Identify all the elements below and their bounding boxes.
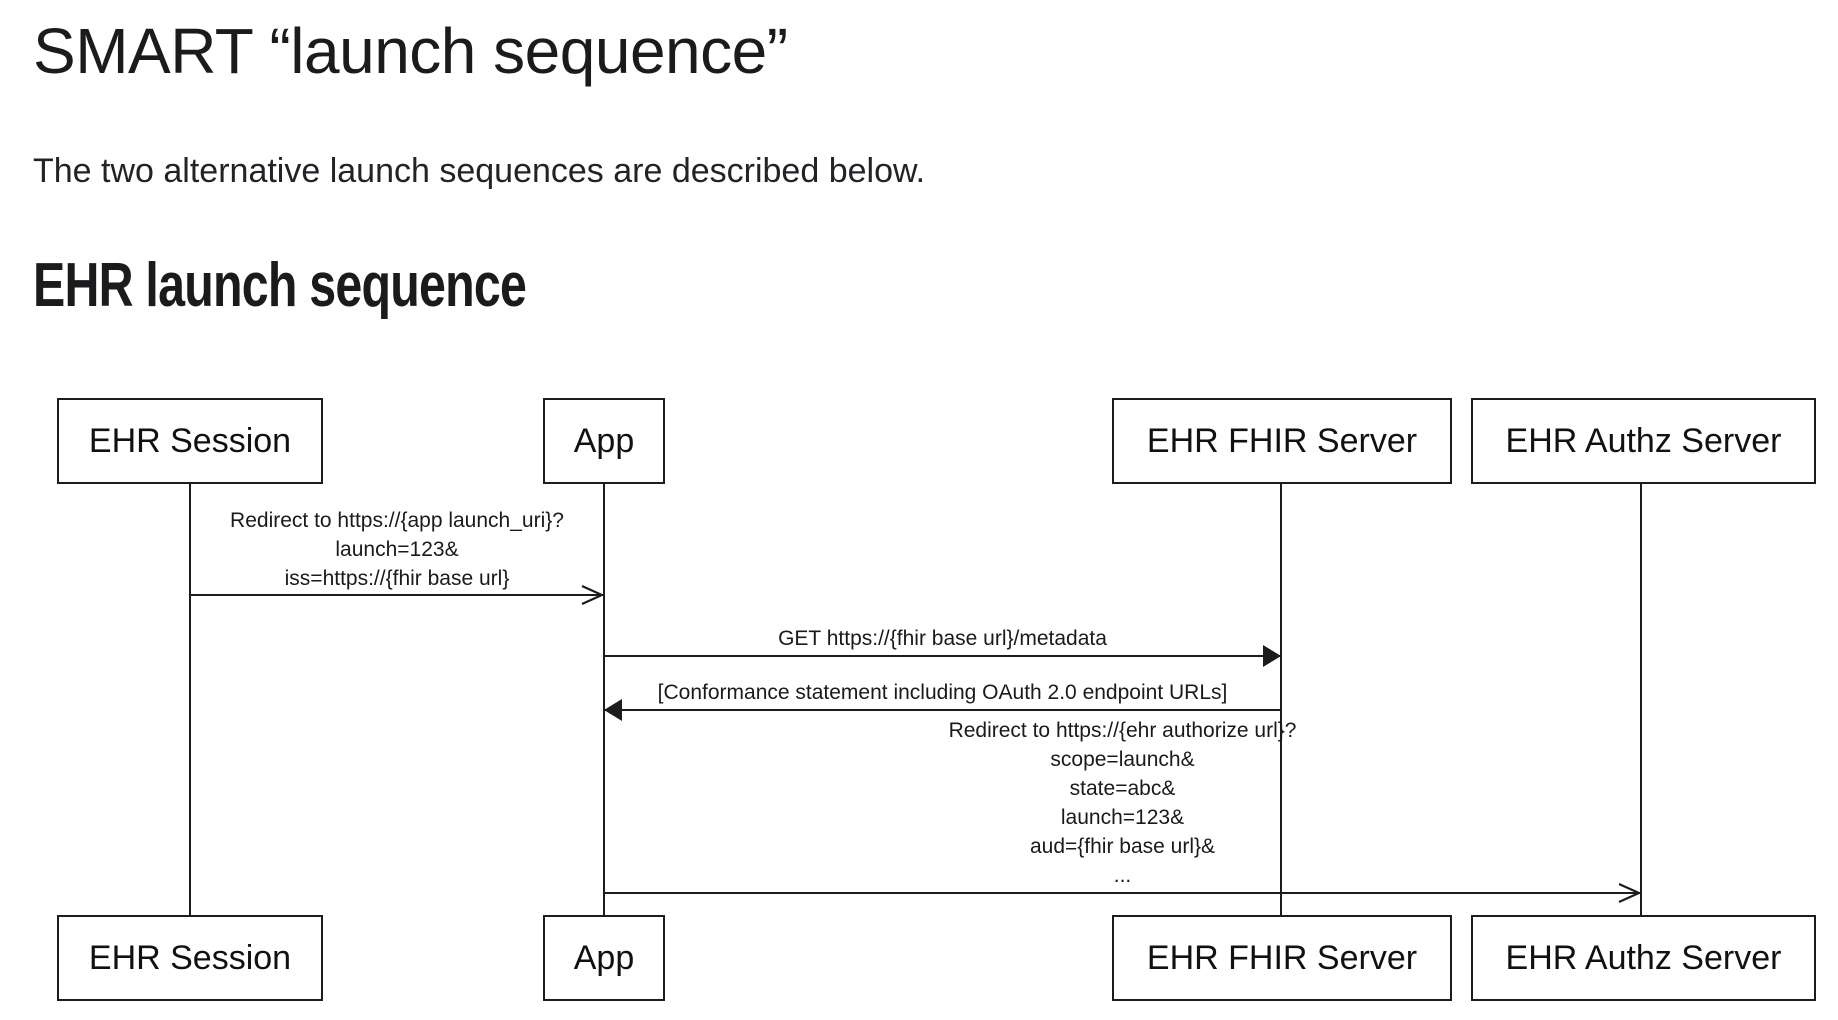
- open-arrowhead-icon: [1618, 882, 1641, 904]
- filled-arrowhead-icon: [1263, 645, 1281, 667]
- lifeline-ehr-authz-server: [1640, 484, 1642, 917]
- actor-box-ehr-fhir-server-bottom: EHR FHIR Server: [1112, 915, 1452, 1001]
- actor-label: EHR Authz Server: [1505, 421, 1782, 460]
- actor-label: EHR Session: [88, 938, 292, 977]
- intro-text: The two alternative launch sequences are…: [33, 152, 926, 190]
- filled-arrowhead-icon: [604, 699, 622, 721]
- actor-box-ehr-authz-server-top: EHR Authz Server: [1471, 398, 1816, 484]
- open-arrowhead-icon: [581, 584, 604, 606]
- actor-box-ehr-session-top: EHR Session: [57, 398, 323, 484]
- actor-box-app-top: App: [543, 398, 665, 484]
- message-4-arrow-line: [604, 892, 1641, 894]
- lifeline-ehr-session: [189, 484, 191, 917]
- actor-label: EHR FHIR Server: [1146, 421, 1418, 460]
- actor-box-ehr-fhir-server-top: EHR FHIR Server: [1112, 398, 1452, 484]
- actor-label: EHR Authz Server: [1505, 938, 1782, 977]
- message-1-arrow-line: [190, 594, 604, 596]
- actor-box-ehr-session-bottom: EHR Session: [57, 915, 323, 1001]
- message-2-label: GET https://{fhir base url}/metadata: [778, 627, 1107, 650]
- message-4-label: Redirect to https://{ehr authorize url}?…: [948, 719, 1297, 887]
- lifeline-ehr-fhir-server: [1280, 484, 1282, 917]
- message-3-arrow-line: [604, 709, 1281, 711]
- page-title: SMART “launch sequence”: [33, 15, 788, 87]
- actor-box-app-bottom: App: [543, 915, 665, 1001]
- actor-box-ehr-authz-server-bottom: EHR Authz Server: [1471, 915, 1816, 1001]
- message-2-arrow-line: [604, 655, 1281, 657]
- actor-label: EHR FHIR Server: [1146, 938, 1418, 977]
- actor-label: App: [573, 938, 635, 977]
- actor-label: EHR Session: [88, 421, 292, 460]
- message-3-label: [Conformance statement including OAuth 2…: [657, 681, 1228, 704]
- actor-label: App: [573, 421, 635, 460]
- lifeline-app: [603, 484, 605, 917]
- message-1-label: Redirect to https://{app launch_uri}? la…: [230, 509, 564, 590]
- section-heading: EHR launch sequence: [33, 251, 527, 320]
